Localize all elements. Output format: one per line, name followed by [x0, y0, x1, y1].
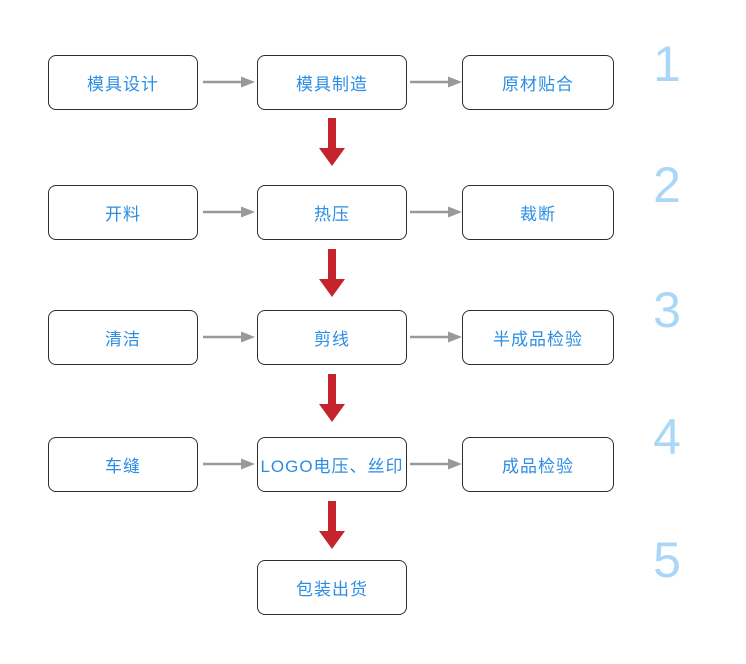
step-box-packing-shipping: 包装出货 — [257, 560, 407, 615]
step-box-finished-inspection: 成品检验 — [462, 437, 614, 492]
step-label: 模具制造 — [296, 75, 368, 94]
step-label: 裁断 — [520, 205, 556, 224]
arrow-right-icon — [410, 331, 462, 343]
arrow-right-icon — [410, 206, 462, 218]
step-box-cutting-off: 裁断 — [462, 185, 614, 240]
step-box-hot-pressing: 热压 — [257, 185, 407, 240]
arrow-right-icon — [203, 458, 255, 470]
arrow-down-icon — [319, 118, 345, 166]
step-box-thread-trimming: 剪线 — [257, 310, 407, 365]
arrow-right-icon — [203, 331, 255, 343]
step-label: 成品检验 — [502, 457, 574, 476]
step-label: 车缝 — [105, 457, 141, 476]
arrow-down-icon — [319, 249, 345, 297]
step-box-mold-manufacturing: 模具制造 — [257, 55, 407, 110]
stage-number-4: 4 — [653, 409, 681, 465]
step-box-material-cutting: 开料 — [48, 185, 198, 240]
step-label: 半成品检验 — [493, 330, 583, 349]
arrow-right-icon — [203, 76, 255, 88]
step-label: LOGO电压、丝印 — [260, 457, 404, 476]
step-label: 包装出货 — [296, 580, 368, 599]
arrow-right-icon — [203, 206, 255, 218]
step-label: 模具设计 — [87, 75, 159, 94]
stage-number-3: 3 — [653, 282, 681, 338]
arrow-down-icon — [319, 374, 345, 422]
step-label: 剪线 — [314, 330, 350, 349]
arrow-right-icon — [410, 458, 462, 470]
step-label: 清洁 — [105, 330, 141, 349]
stage-number-1: 1 — [653, 36, 681, 92]
step-box-raw-material-lamination: 原材贴合 — [462, 55, 614, 110]
arrow-down-icon — [319, 501, 345, 549]
step-label: 原材贴合 — [502, 75, 574, 94]
stage-number-5: 5 — [653, 532, 681, 588]
stage-number-2: 2 — [653, 157, 681, 213]
step-box-mold-design: 模具设计 — [48, 55, 198, 110]
step-label: 开料 — [105, 205, 141, 224]
step-box-semi-finished-inspection: 半成品检验 — [462, 310, 614, 365]
step-box-sewing: 车缝 — [48, 437, 198, 492]
step-box-cleaning: 清洁 — [48, 310, 198, 365]
step-label: 热压 — [314, 205, 350, 224]
arrow-right-icon — [410, 76, 462, 88]
step-box-logo-embossing-silkprint: LOGO电压、丝印 — [257, 437, 407, 492]
